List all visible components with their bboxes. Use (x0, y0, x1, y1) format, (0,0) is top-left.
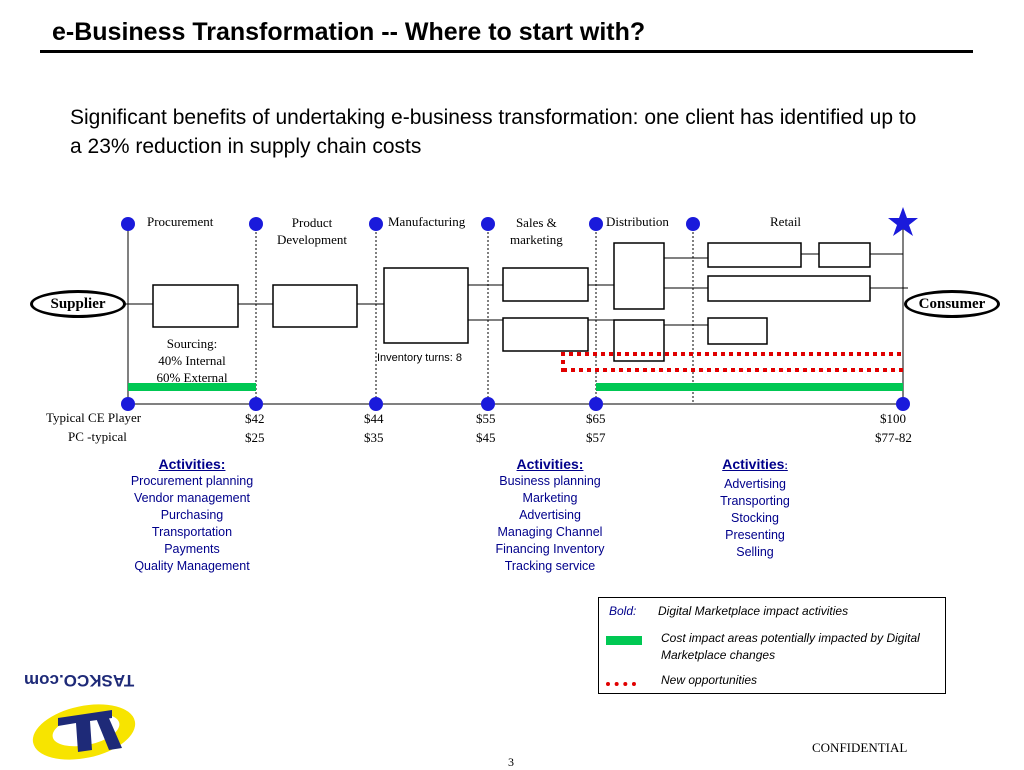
process-box-sales-2 (502, 317, 589, 352)
activities-sales: Activities: Business planning Marketing … (460, 455, 640, 575)
activities-procurement: Activities: Procurement planning Vendor … (102, 455, 282, 575)
stage-node (369, 217, 383, 231)
process-box-retail-2 (818, 242, 871, 268)
stage-label-product-development: Product Development (277, 215, 348, 247)
stage-label-distribution: Distribution (606, 214, 669, 229)
sourcing-note: Sourcing: 40% Internal 60% External (156, 336, 228, 385)
activity-item: Payments (164, 542, 220, 556)
activity-item: Stocking (731, 511, 779, 525)
cost-impact-bar-distribution-retail (596, 383, 903, 391)
activity-item: Marketing (522, 491, 578, 505)
supplier-oval: Supplier (30, 290, 126, 318)
activity-item: Transporting (720, 494, 790, 508)
price-ce-sales: $65 (586, 411, 606, 426)
activity-item: Tracking service (504, 559, 596, 573)
legend-bold-text: Digital Marketplace impact activities (658, 604, 849, 618)
price-ce-procurement: $42 (245, 411, 265, 426)
activity-item: Quality Management (134, 559, 250, 573)
stage-node (896, 397, 910, 411)
activities-heading: Activities: (158, 456, 226, 472)
legend-red-dotted-swatch (606, 682, 636, 686)
stage-label-sales-marketing: Sales & marketing (510, 215, 563, 247)
activity-item: Financing Inventory (495, 542, 605, 556)
supplier-label: Supplier (50, 296, 106, 312)
process-box-retail-1 (707, 242, 802, 268)
process-box-sales-1 (502, 267, 589, 302)
page-number: 3 (508, 755, 514, 769)
new-opportunity-line-1 (561, 352, 903, 372)
activity-item: Advertising (724, 477, 786, 491)
stage-node (481, 397, 495, 411)
activity-item: Selling (736, 545, 774, 559)
activity-item: Advertising (519, 508, 581, 522)
price-pc-manufacturing: $45 (476, 430, 496, 445)
cost-impact-bar-procurement (128, 383, 256, 391)
stage-node (121, 217, 135, 231)
process-box-procurement (152, 284, 239, 328)
legend-box: Bold: Digital Marketplace impact activit… (598, 597, 946, 694)
activity-item: Purchasing (160, 508, 224, 522)
consumer-oval: Consumer (904, 290, 1000, 318)
stage-label-manufacturing: Manufacturing (388, 214, 466, 229)
stage-node (589, 397, 603, 411)
inventory-note: Inventory turns: 8 (377, 352, 462, 364)
logo-text: TASKCO.com (24, 671, 135, 690)
activities-heading: Activities: (722, 456, 788, 472)
process-box-retail-4 (707, 317, 768, 345)
stage-node (481, 217, 495, 231)
activity-item: Business planning (499, 474, 601, 488)
stage-label-retail: Retail (770, 214, 802, 229)
legend-bold-label: Bold: (609, 604, 637, 618)
legend-red-text: New opportunities (661, 673, 758, 687)
legend-green-swatch (606, 636, 642, 645)
activities-heading: Activities: (516, 456, 584, 472)
activity-item: Presenting (725, 528, 785, 542)
price-pc-retail: $77-82 (875, 430, 912, 445)
stage-node (589, 217, 603, 231)
activity-item: Procurement planning (130, 474, 254, 488)
subtitle: Significant benefits of undertaking e-bu… (70, 106, 917, 158)
price-pc-sales: $57 (586, 430, 606, 445)
stage-node (249, 217, 263, 231)
page-title: e-Business Transformation -- Where to st… (52, 18, 646, 46)
process-box-product-dev (272, 284, 358, 328)
price-pc-product-dev: $35 (364, 430, 384, 445)
row-label-ce-player: Typical CE Player (46, 410, 142, 425)
price-ce-product-dev: $44 (364, 411, 384, 426)
stage-label-procurement: Procurement (147, 214, 214, 229)
price-pc-procurement: $25 (245, 430, 265, 445)
stage-node (369, 397, 383, 411)
process-box-distribution-2 (613, 319, 665, 362)
activity-item: Transportation (151, 525, 233, 539)
activities-retail: Activities: Advertising Transporting Sto… (680, 455, 830, 561)
star-icon (888, 207, 918, 236)
activity-item: Vendor management (133, 491, 251, 505)
legend-green-text: Cost impact areas potentially impacted b… (661, 631, 920, 662)
activity-item: Managing Channel (497, 525, 603, 539)
process-box-manufacturing (383, 267, 469, 344)
price-ce-manufacturing: $55 (476, 411, 496, 426)
process-box-distribution-1 (613, 242, 665, 310)
consumer-label: Consumer (918, 296, 986, 312)
stage-node (249, 397, 263, 411)
taskco-logo (32, 704, 136, 760)
title-underline (40, 50, 973, 53)
stage-node (121, 397, 135, 411)
confidential-label: CONFIDENTIAL (812, 740, 908, 755)
process-box-retail-3 (707, 275, 871, 302)
stage-node (686, 217, 700, 231)
row-label-pc: PC -typical (68, 429, 127, 444)
price-ce-retail: $100 (880, 411, 906, 426)
